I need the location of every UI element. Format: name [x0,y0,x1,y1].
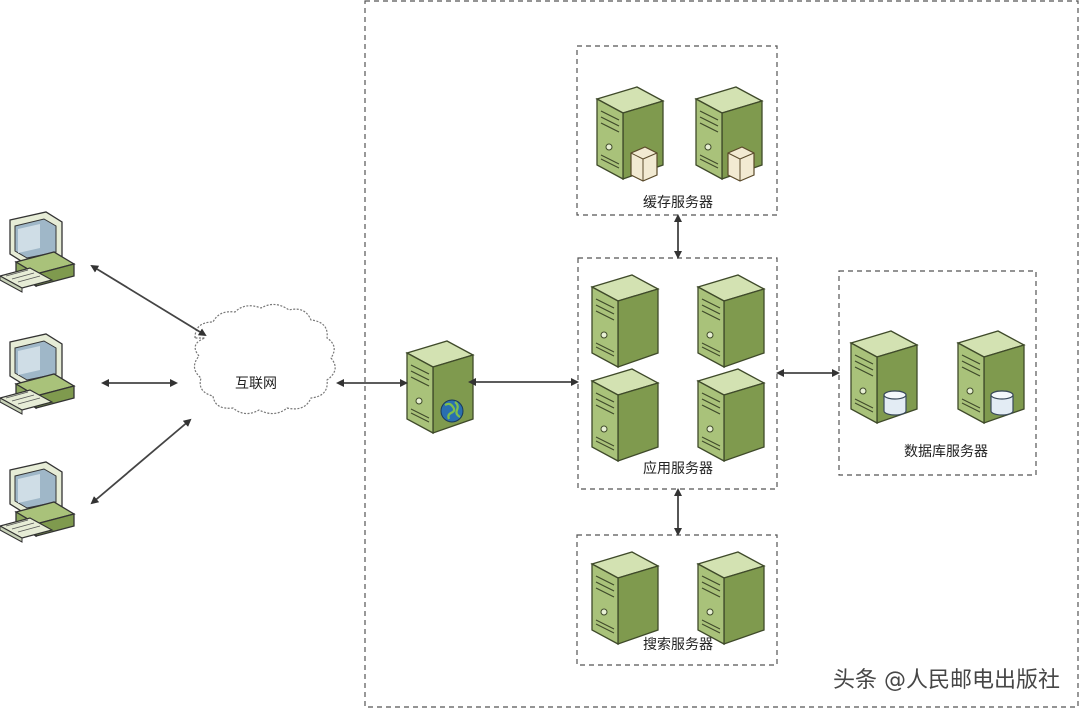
app-server-label: 应用服务器 [643,461,713,477]
app-server-1 [591,274,659,368]
cache-server-2 [695,86,763,182]
app-server-3 [591,368,659,462]
client-computer-2 [0,333,75,415]
search-server-label: 搜索服务器 [643,637,713,653]
db-server-1 [850,330,918,424]
watermark-text: 头条 @人民邮电出版社 [833,668,1060,693]
web-server-icon [406,340,474,434]
db-server-label: 数据库服务器 [904,444,988,460]
arrow-pc3-internet [90,418,192,505]
search-server-1 [591,551,659,645]
cache-server-1 [596,86,664,182]
db-server-2 [957,330,1025,424]
app-server-4 [697,368,765,462]
client-computer-3 [0,461,75,543]
datacenter-frame [364,0,1079,708]
db-group-frame [838,270,1037,476]
search-server-2 [697,551,765,645]
app-server-2 [697,274,765,368]
cache-server-label: 缓存服务器 [643,195,713,211]
arrow-pc1-internet [90,264,207,337]
client-computer-1 [0,211,75,293]
internet-cloud [193,303,336,415]
internet-label: 互联网 [235,376,277,392]
